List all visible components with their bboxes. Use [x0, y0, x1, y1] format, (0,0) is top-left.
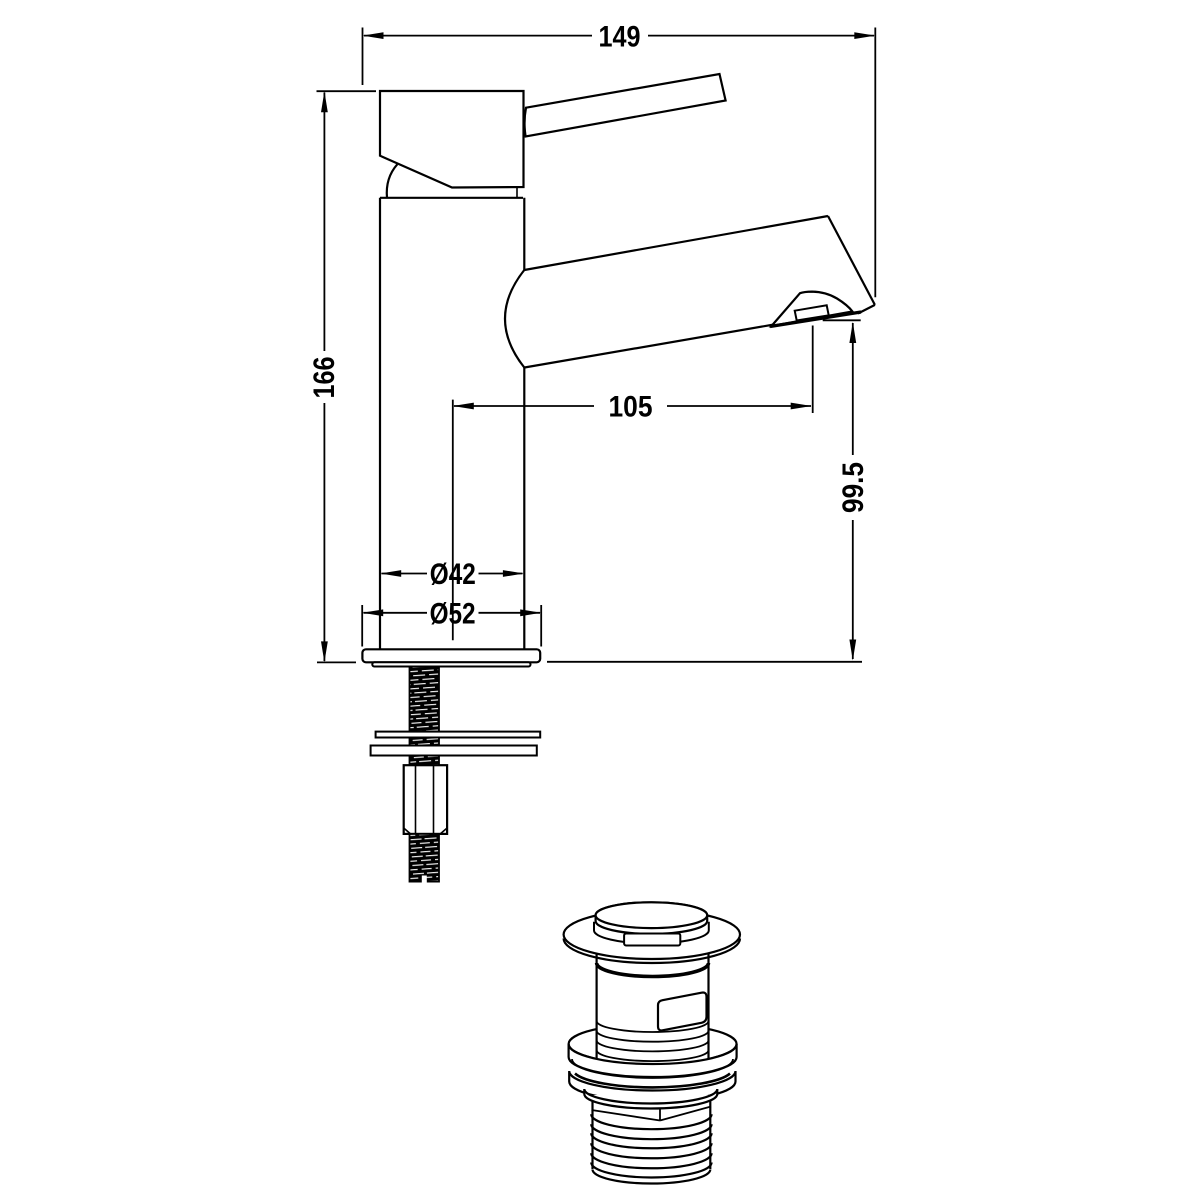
svg-text:105: 105 [609, 391, 653, 424]
svg-text:99.5: 99.5 [837, 462, 870, 513]
svg-text:149: 149 [599, 21, 641, 54]
svg-text:Ø42: Ø42 [430, 558, 476, 591]
svg-text:166: 166 [308, 357, 341, 399]
svg-text:Ø52: Ø52 [430, 598, 476, 631]
